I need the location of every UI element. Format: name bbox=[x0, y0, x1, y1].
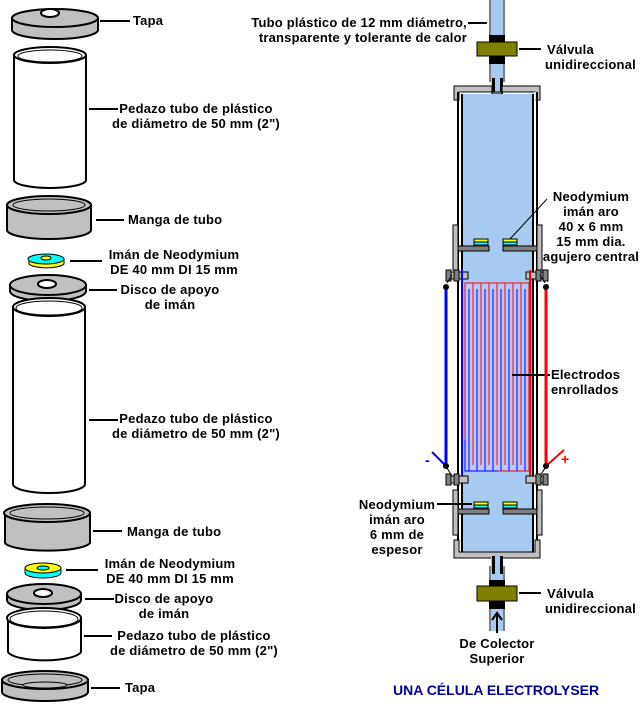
label-plastic-tube: Tubo plástico de 12 mm diámetro, transpa… bbox=[251, 15, 467, 45]
label-magnet-lower: Imán de Neodymium DE 40 mm DI 15 mm bbox=[104, 556, 236, 586]
label-sleeve-upper: Manga de tubo bbox=[128, 212, 223, 227]
label-disc-upper: Disco de apoyo de imán bbox=[120, 282, 220, 312]
sleeve-upper-part bbox=[6, 195, 92, 240]
magnet-upper-part bbox=[27, 253, 65, 269]
label-tapa-bottom: Tapa bbox=[125, 680, 156, 695]
tube-lower-part bbox=[6, 607, 82, 662]
label-sleeve-lower: Manga de tubo bbox=[127, 524, 222, 539]
negative-wire bbox=[431, 274, 453, 477]
disc-upper-part bbox=[9, 274, 87, 302]
positive-wire bbox=[539, 274, 565, 477]
negative-terminal-sign: - bbox=[425, 452, 430, 468]
lower-magnet-assembly bbox=[457, 501, 538, 515]
tube-upper-part bbox=[13, 46, 87, 189]
disc-lower-part bbox=[6, 583, 82, 611]
tapa-top-part bbox=[11, 8, 99, 40]
valve-bottom bbox=[476, 585, 518, 602]
upper-clamp-left bbox=[445, 269, 469, 282]
label-magnet-ring-top: Neodymium imán aro 40 x 6 mm 15 mm dia. … bbox=[542, 189, 640, 264]
label-valve-top: Válvula unidireccional bbox=[545, 42, 636, 72]
magnet-lower-part bbox=[24, 562, 62, 579]
sleeve-lower-part bbox=[3, 503, 91, 552]
label-magnet-upper: Imán de Neodymium DE 40 mm DI 15 mm bbox=[108, 247, 240, 277]
label-inlet: De Colector Superior bbox=[459, 636, 535, 666]
label-tapa-top: Tapa bbox=[133, 13, 164, 28]
flow-arrow-icon bbox=[491, 611, 503, 633]
valve-top bbox=[476, 41, 518, 57]
label-magnet-ring-bottom: Neodymium imán aro 6 mm de espesor bbox=[358, 497, 436, 557]
label-tube-middle: Pedazo tubo de plástico de diámetro de 5… bbox=[112, 411, 280, 441]
positive-terminal-sign: + bbox=[561, 451, 570, 467]
rolled-electrodes bbox=[464, 282, 530, 472]
upper-magnet-assembly bbox=[457, 238, 538, 252]
diagram-title: UNA CÉLULA ELECTROLYSER bbox=[393, 682, 600, 698]
lower-clamp-right bbox=[525, 473, 549, 486]
label-electrodes: Electrodos enrollados bbox=[551, 367, 621, 397]
label-disc-lower: Disco de apoyo de imán bbox=[114, 591, 214, 621]
label-tube-upper: Pedazo tubo de plástico de diámetro de 5… bbox=[112, 101, 280, 131]
label-tube-lower: Pedazo tubo de plástico de diámetro de 5… bbox=[110, 628, 278, 658]
leader-line bbox=[509, 198, 548, 240]
label-valve-bottom: Válvula unidireccional bbox=[545, 586, 636, 616]
tube-middle-part bbox=[12, 297, 86, 494]
lower-clamp-left bbox=[445, 473, 469, 486]
upper-clamp-right bbox=[525, 269, 549, 282]
tapa-bottom-part bbox=[0, 670, 89, 702]
